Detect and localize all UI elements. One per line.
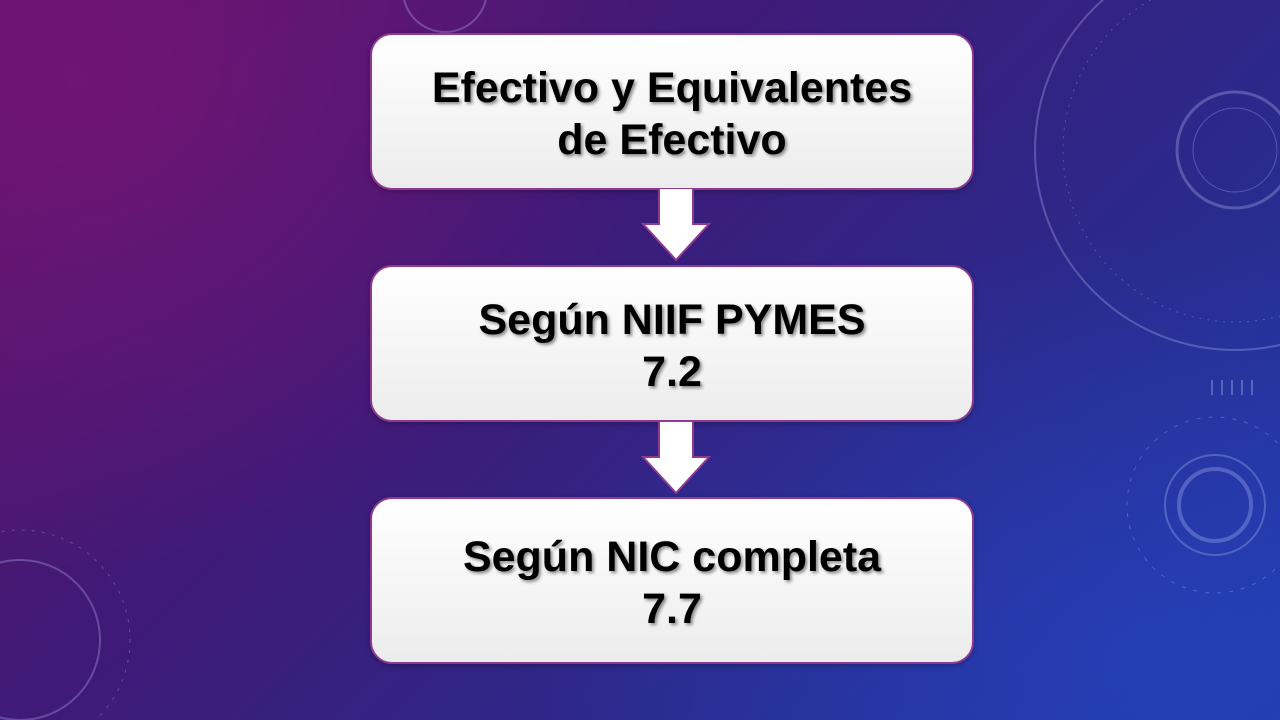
deco-ring-lower xyxy=(1164,454,1266,556)
deco-ring-left-inner xyxy=(0,559,101,720)
deco-ring-mid xyxy=(1062,0,1280,323)
deco-ring-core xyxy=(1192,107,1278,193)
box-efectivo: Efectivo y Equivalentes de Efectivo xyxy=(370,33,974,190)
deco-ring-lower-outer xyxy=(1126,416,1280,594)
arrow-down-icon xyxy=(641,421,711,495)
deco-ring-left xyxy=(0,529,131,720)
box-efectivo-text: Efectivo y Equivalentes de Efectivo xyxy=(431,63,913,164)
arrow-down-icon xyxy=(641,188,711,262)
box-nic-completa-text: Según NIC completa 7.7 xyxy=(462,532,882,633)
box-niif-pymes-text: Según NIIF PYMES 7.2 xyxy=(478,295,866,396)
deco-ring-lower-inner xyxy=(1177,467,1253,543)
deco-ring-inner xyxy=(1175,90,1280,210)
box-niif-pymes: Según NIIF PYMES 7.2 xyxy=(370,265,974,422)
deco-ring-outer xyxy=(1034,0,1280,351)
box-nic-completa: Según NIC completa 7.7 xyxy=(370,497,974,664)
deco-ring-top xyxy=(403,0,487,33)
